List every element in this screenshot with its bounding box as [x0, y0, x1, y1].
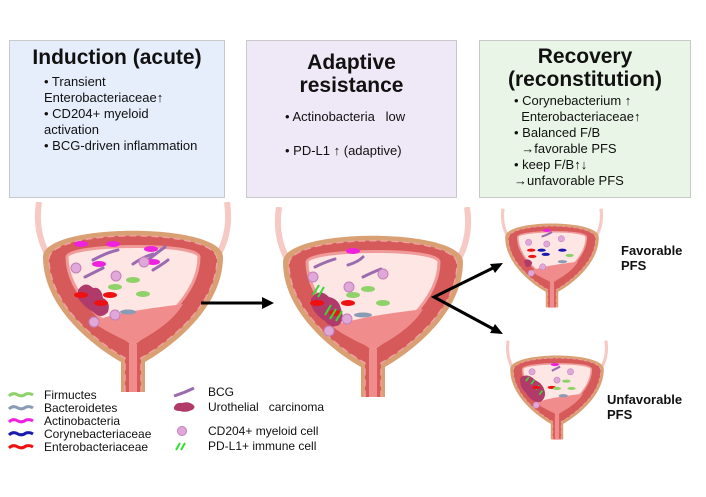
- legend-item: Corynebacteriaceae: [8, 426, 152, 441]
- arrow-right: [201, 297, 274, 309]
- bullet: • PD-L1 ↑ (adaptive): [285, 143, 402, 158]
- legend-item: Enterobacteriaceae: [8, 439, 151, 454]
- legend-item: BCG: [172, 385, 324, 399]
- legend-label: Corynebacteriaceae: [44, 426, 152, 441]
- legend-label: Bacteroidetes: [44, 400, 118, 415]
- bcg-icon: [173, 387, 195, 397]
- panel-bullets: • Transient Enterobacteriaceae↑ • CD204+…: [44, 74, 224, 154]
- bladder-induction: [33, 202, 233, 392]
- myeloid-cells: [307, 268, 389, 337]
- bullet: →unfavorable PFS: [514, 173, 624, 188]
- pd-l1-cells: [312, 284, 343, 322]
- bladder-adaptive: [273, 207, 473, 397]
- bullet: • Transient: [44, 74, 106, 89]
- corynebacteriaceae-icon: [8, 430, 34, 436]
- bacteroidetes: [120, 309, 136, 315]
- recovery-panel: Recovery (reconstitution) • Corynebacter…: [479, 40, 691, 198]
- pd-l1-cell-icon: [175, 442, 186, 451]
- legend-label: Urothelial carcinoma: [208, 400, 325, 414]
- bullet: • BCG-driven inflammation: [44, 138, 198, 153]
- legend-item: Firmuctes: [8, 387, 151, 402]
- panel-title: Adaptive resistance: [299, 51, 404, 97]
- panel-title: Induction (acute): [32, 46, 202, 69]
- bullet: • Balanced F/B: [514, 125, 601, 140]
- legend-label: PD-L1+ immune cell: [208, 439, 317, 453]
- bullet: • keep F/B↑↓: [514, 157, 588, 172]
- panel-title: Recovery (reconstitution): [508, 45, 662, 91]
- actinobacteria: [346, 248, 360, 254]
- myeloid-cells: [70, 256, 150, 328]
- bcg-rods: [313, 255, 383, 279]
- bullet: • Corynebacterium ↑: [514, 93, 632, 108]
- enterobacteriaceae: [74, 292, 117, 306]
- firmicutes-icon: [8, 391, 34, 397]
- firmicutes: [108, 277, 150, 297]
- legend-item: Urothelial carcinoma: [172, 399, 324, 415]
- legend-bacteria: Firmuctes Bacteroidetes Actinobacteria C…: [8, 387, 152, 454]
- panel-bullets: • Actinobacteria low • PD-L1 ↑ (adaptive…: [285, 109, 456, 159]
- induction-panel: Induction (acute) • Transient Enterobact…: [9, 40, 225, 198]
- enterobacteriaceae-icon: [8, 443, 34, 449]
- bullet: →favorable PFS: [514, 141, 617, 156]
- arrowhead-down: [490, 324, 503, 334]
- myeloid-cell-icon: [177, 426, 187, 436]
- legend-item: Actinobacteria: [8, 413, 151, 428]
- unfavorable-pfs-label: Unfavorable PFS: [607, 392, 683, 422]
- arrowhead-up: [490, 263, 503, 273]
- legend-item: PD-L1+ immune cell: [172, 439, 324, 453]
- carcinoma-icon: [173, 402, 195, 412]
- legend-label: BCG: [208, 385, 235, 399]
- bladder-favorable: [501, 208, 603, 308]
- bacteroidetes-icon: [8, 404, 34, 410]
- legend-label: CD204+ myeloid cell: [208, 424, 319, 438]
- bullet: • CD204+ myeloid: [44, 106, 149, 121]
- bullet: Enterobacteriaceae↑: [44, 90, 164, 105]
- bullet: Enterobacteriaceae↑: [514, 109, 641, 124]
- panel-bullets: • Corynebacterium ↑ Enterobacteriaceae↑ …: [514, 93, 690, 189]
- actinobacteria-icon: [8, 417, 34, 423]
- legend-label: Enterobacteriaceae: [44, 439, 149, 454]
- legend-other: BCG Urothelial carcinoma CD204+ myeloid …: [172, 385, 324, 453]
- arrow-branch: [430, 264, 498, 333]
- legend-label: Actinobacteria: [44, 413, 121, 428]
- bladder-unfavorable: [506, 340, 608, 440]
- adaptive-resistance-panel: Adaptive resistance • Actinobacteria low…: [246, 40, 457, 198]
- actinobacteria: [74, 241, 160, 267]
- legend-item: Bacteroidetes: [8, 400, 151, 415]
- bacteroidetes: [354, 312, 372, 318]
- favorable-pfs-label: Favorable PFS: [621, 243, 683, 273]
- legend-item: CD204+ myeloid cell: [172, 423, 324, 439]
- bullet: activation: [44, 122, 99, 137]
- firmicutes: [346, 286, 390, 306]
- carcinoma: [78, 284, 109, 316]
- bullet: • Actinobacteria low: [285, 109, 406, 124]
- legend-label: Firmuctes: [44, 387, 97, 402]
